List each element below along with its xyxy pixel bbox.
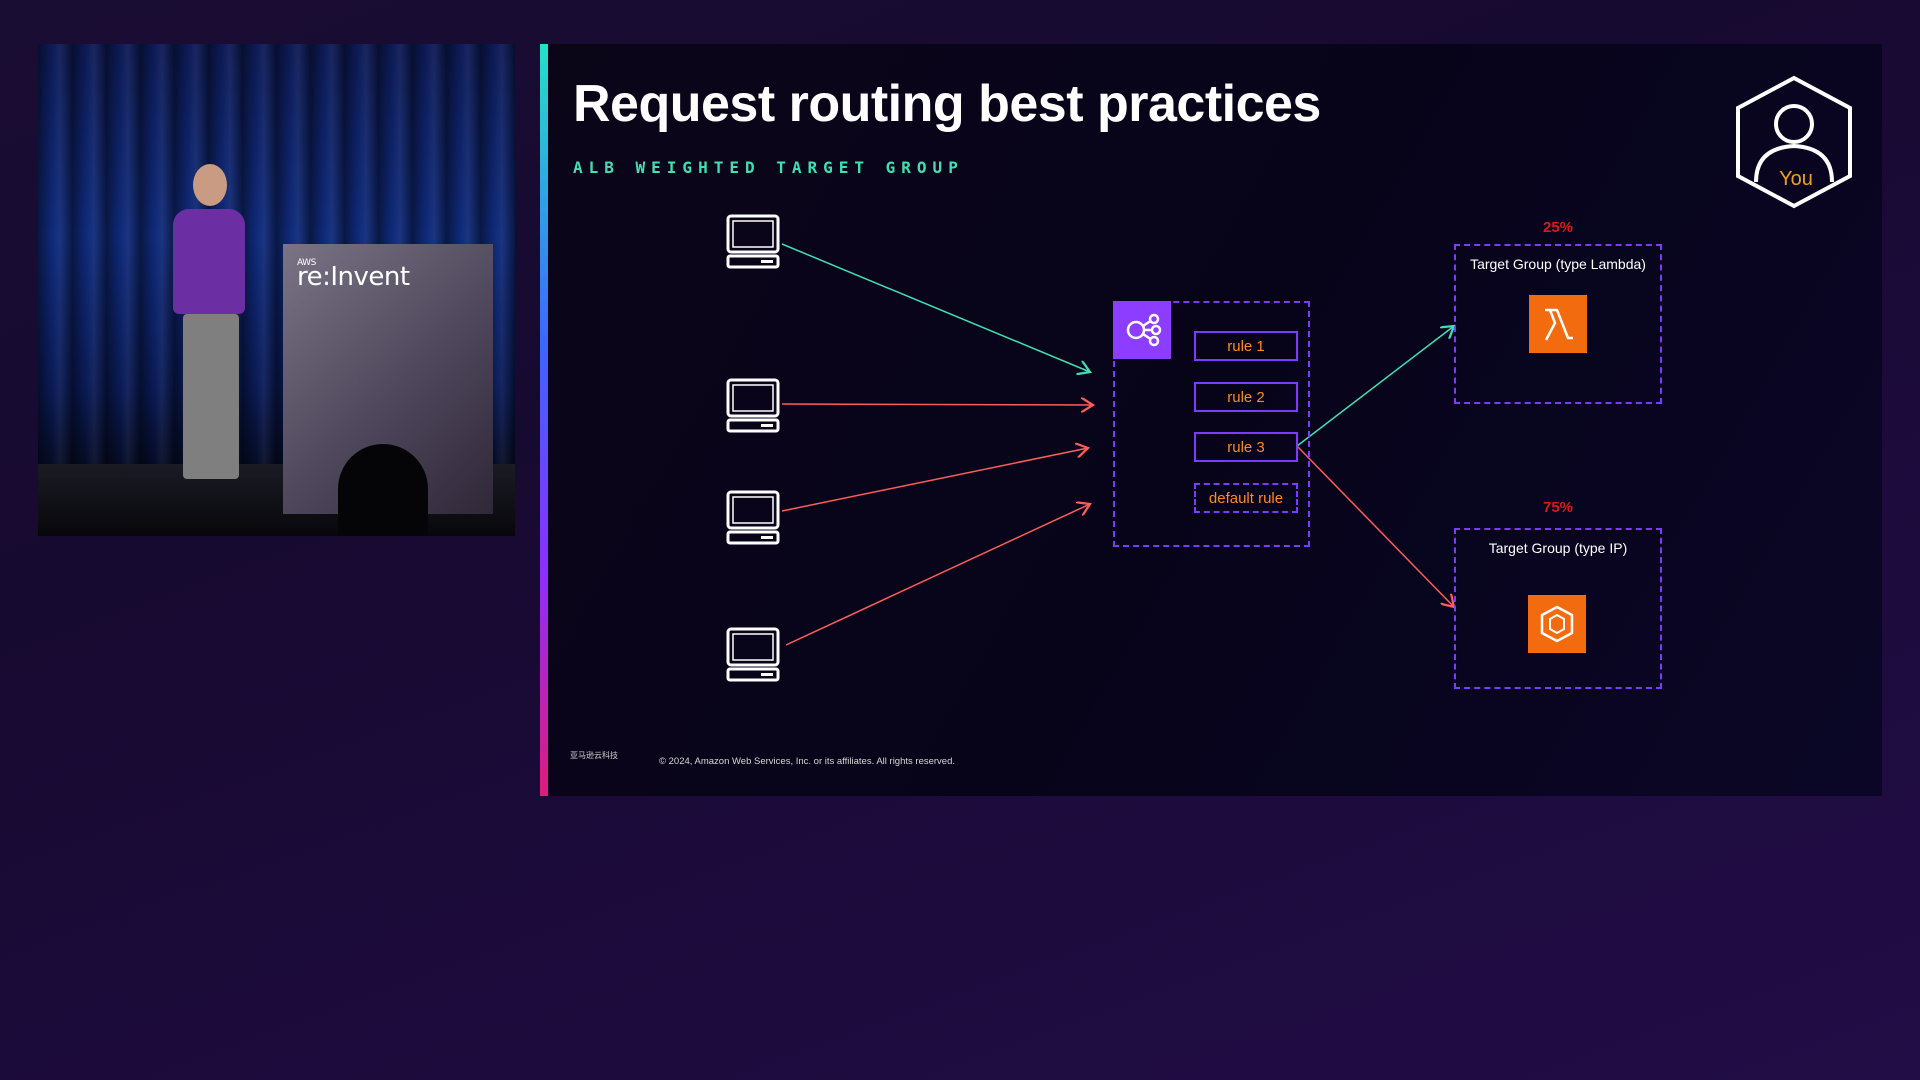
routing-diagram: [726, 214, 1882, 682]
ip-weight: 75%: [1542, 499, 1574, 516]
target-group-lambda: Target Group (type Lambda): [1454, 244, 1662, 404]
slide-subtitle: ALB WEIGHTED TARGET GROUP: [573, 158, 964, 177]
speaker-video-panel: AWS re:Invent: [38, 44, 515, 536]
default-rule-box: default rule: [1194, 483, 1298, 513]
target-group-ip-title: Target Group (type IP): [1488, 540, 1628, 556]
lambda-icon: [1529, 295, 1587, 353]
rule-box-3: rule 3: [1194, 432, 1298, 462]
lectern-brand-small: AWS: [297, 258, 316, 268]
client-computer-3: [726, 490, 780, 545]
slide-title: Request routing best practices: [573, 75, 1321, 133]
client-computer-4: [726, 627, 780, 682]
rule-box-2: rule 2: [1194, 382, 1298, 412]
footer-logo: 亚马逊云科技: [570, 751, 618, 760]
reinvent-logo: AWS re:Invent: [297, 258, 410, 292]
audience-silhouette: [338, 444, 428, 536]
speaker: [138, 124, 288, 504]
speaker-shirt: [173, 209, 245, 314]
alb-listener-box: [1113, 301, 1310, 547]
speaker-legs: [183, 314, 239, 479]
target-group-lambda-title: Target Group (type Lambda): [1470, 256, 1646, 272]
you-badge-label: You: [1779, 168, 1813, 190]
client-computer-2: [726, 378, 780, 433]
load-balancer-icon: [1113, 301, 1171, 359]
you-badge-icon: You: [1736, 75, 1852, 209]
arrow-to-ip: [1296, 445, 1454, 607]
presentation-slide: Request routing best practices ALB WEIGH…: [540, 44, 1882, 796]
lambda-weight: 25%: [1542, 219, 1574, 236]
client-computer-1: [726, 214, 780, 269]
lectern-brand: re:Invent: [297, 262, 410, 292]
arrow-to-lambda: [1296, 326, 1454, 447]
slide-accent-bar: [540, 44, 548, 796]
arrow-client-1: [781, 243, 1090, 372]
arrow-client-3: [781, 448, 1088, 512]
target-group-ip: Target Group (type IP): [1454, 528, 1662, 689]
rule-box-1: rule 1: [1194, 331, 1298, 361]
arrow-client-4: [785, 504, 1090, 646]
ecs-icon: [1528, 595, 1586, 653]
copyright-text: © 2024, Amazon Web Services, Inc. or its…: [659, 756, 956, 767]
speaker-head: [193, 164, 227, 206]
arrow-client-2: [781, 404, 1093, 405]
